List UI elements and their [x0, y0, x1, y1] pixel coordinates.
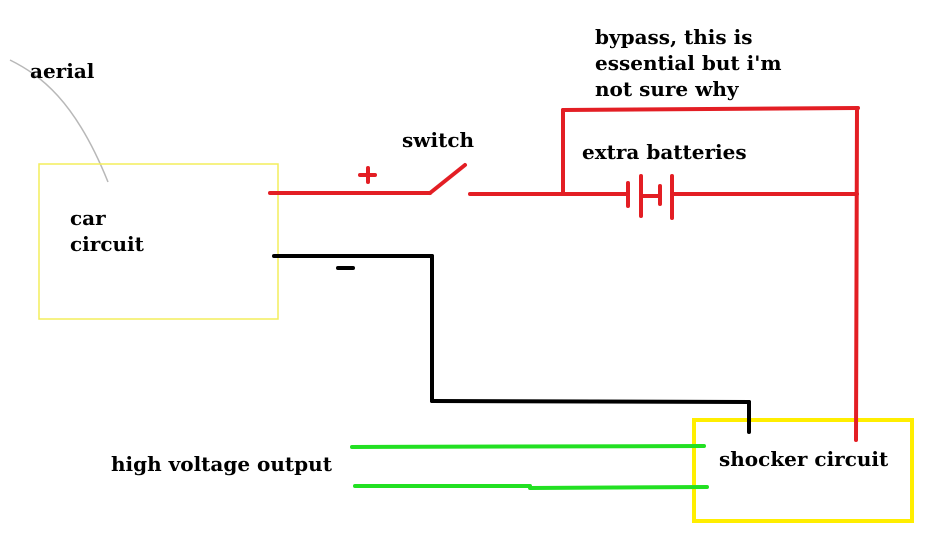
negative-wire: [272, 254, 751, 434]
bypass-wire: [561, 106, 860, 442]
high-voltage-output-wires: [350, 444, 709, 490]
plus-sign: [358, 166, 377, 184]
extra-batteries-label: extra batteries: [582, 140, 747, 164]
shocker-circuit-label: shocker circuit: [719, 447, 889, 471]
aerial-wire: [9, 59, 109, 183]
car-circuit-label-line2: circuit: [70, 232, 144, 256]
bypass-label-line1: bypass, this is: [595, 25, 753, 49]
car-circuit-box: [38, 163, 279, 320]
bypass-label-line3: not sure why: [595, 77, 739, 101]
battery-symbol: [626, 174, 674, 220]
switch-label: switch: [402, 128, 475, 152]
car-circuit-label-line1: car: [70, 206, 106, 230]
high-voltage-output-label: high voltage output: [111, 452, 332, 476]
positive-wire: [268, 163, 859, 196]
bypass-label-line2: essential but i'm: [595, 51, 782, 75]
shocker-circuit-box: [692, 418, 914, 523]
aerial-label: aerial: [30, 59, 95, 83]
